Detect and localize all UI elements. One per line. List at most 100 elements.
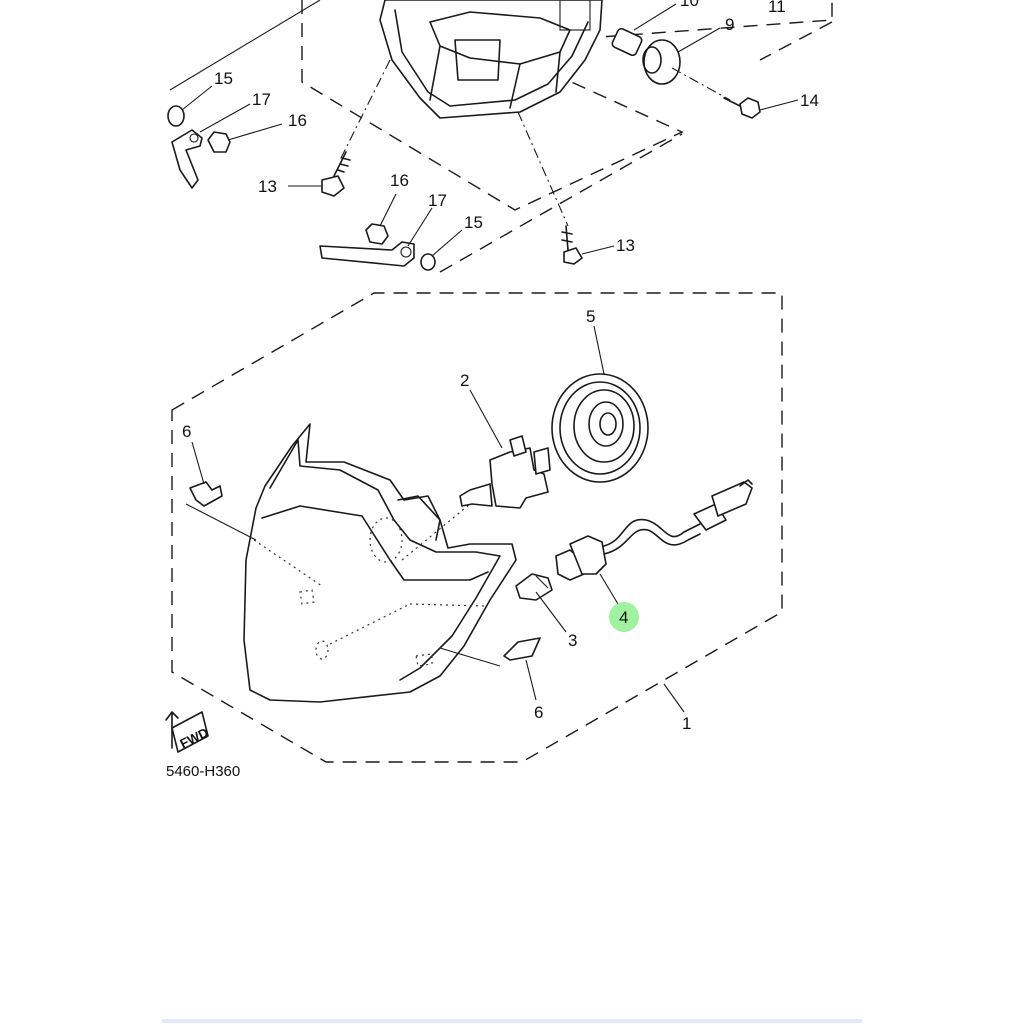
fwd-arrow-box xyxy=(171,711,209,753)
callout-16-left[interactable]: 16 xyxy=(288,111,307,130)
leader-17-left xyxy=(199,103,251,133)
clip-mount-hidden xyxy=(299,589,315,605)
callout-4[interactable]: 4 xyxy=(619,608,628,627)
bulb-2-terminal xyxy=(533,447,551,475)
leader-6-bottom xyxy=(525,659,537,701)
nut-16-right xyxy=(365,223,389,245)
part-10-collar xyxy=(611,3,677,57)
part-13-screw-right xyxy=(517,111,615,265)
bracket-rib-1 xyxy=(429,45,441,101)
cover-5-center xyxy=(588,401,624,447)
callout-15-left[interactable]: 15 xyxy=(214,69,233,88)
leader-16-left xyxy=(227,123,283,141)
clip-mount-hidden-2 xyxy=(415,653,433,667)
part-9-grommet xyxy=(642,27,721,85)
clip-6-left-shape xyxy=(189,481,223,507)
housing-lens-outline xyxy=(243,423,517,703)
part-3-bulb xyxy=(515,573,567,633)
diagram-canvas xyxy=(168,0,860,875)
callout-11[interactable]: 11 xyxy=(768,0,786,16)
part-6-clip-bottom xyxy=(503,637,541,701)
bracket-rib-2 xyxy=(509,63,521,109)
hidden-line-6-left xyxy=(253,539,323,587)
housing-trim-line xyxy=(261,505,489,581)
collar-shape xyxy=(611,27,643,57)
leader-10 xyxy=(633,3,677,31)
bracket-inner-edge xyxy=(394,9,589,107)
washer-15-right xyxy=(420,253,436,271)
centerline-9-14 xyxy=(671,67,731,101)
callout-15-right[interactable]: 15 xyxy=(464,213,483,232)
upper-dashed-bottom xyxy=(439,133,683,273)
part-4-socket-cord xyxy=(555,479,753,605)
leader-14 xyxy=(759,99,799,111)
screw-13-right-head xyxy=(563,247,583,265)
screw-13-left-thread xyxy=(333,151,351,177)
part-2-bulb xyxy=(459,389,551,509)
leader-15-left xyxy=(181,85,213,111)
headlight-dashed-outline xyxy=(171,292,783,763)
callout-5[interactable]: 5 xyxy=(586,307,595,326)
fwd-arrow-stem xyxy=(165,711,179,749)
callout-10[interactable]: 10 xyxy=(680,0,699,10)
cover-5-hole xyxy=(599,412,617,436)
bracket-boss xyxy=(454,39,501,81)
position-socket-hidden xyxy=(315,640,329,660)
leader-2 xyxy=(469,389,503,449)
leader-15-right xyxy=(431,229,463,257)
callout-1[interactable]: 1 xyxy=(682,714,691,733)
callout-2[interactable]: 2 xyxy=(460,371,469,390)
callout-17-left[interactable]: 17 xyxy=(252,90,271,109)
part-13-screw-left xyxy=(288,59,391,197)
right-stay-assembly xyxy=(319,133,683,273)
stay-17-right xyxy=(319,241,415,267)
callout-14[interactable]: 14 xyxy=(800,91,819,110)
callout-3[interactable]: 3 xyxy=(568,631,577,650)
bracket-body xyxy=(379,0,603,119)
leader-6-left xyxy=(191,441,205,485)
callout-13-left[interactable]: 13 xyxy=(258,177,277,196)
washer-15-left xyxy=(167,105,185,127)
bracket-casting xyxy=(379,0,603,119)
guide-6-left xyxy=(185,503,257,541)
bottom-scroll-bar xyxy=(162,1019,862,1023)
diagram-code: 5460-H360 xyxy=(166,763,240,780)
bolt-head xyxy=(739,97,761,119)
callout-6-bottom[interactable]: 6 xyxy=(534,703,543,722)
bulb-2-flange xyxy=(509,435,527,457)
headlight-housing xyxy=(243,423,517,703)
cover-5-ring xyxy=(573,389,635,463)
bracket-textured-pad xyxy=(559,0,591,31)
harness-4-cord-2 xyxy=(603,528,701,555)
harness-4-coupler xyxy=(711,481,753,517)
leader-5 xyxy=(593,325,605,375)
grommet-outer xyxy=(643,39,681,85)
fwd-indicator: FWD xyxy=(165,711,211,753)
upper-bracket-group: 10 11 9 14 15 17 16 13 16 17 15 13 xyxy=(167,0,833,273)
callout-16-right[interactable]: 16 xyxy=(390,171,409,190)
hidden-line-3b xyxy=(409,603,485,607)
callout-9[interactable]: 9 xyxy=(725,15,734,34)
bulb-3-base-line xyxy=(535,575,549,589)
bulb-2-glass xyxy=(459,483,493,507)
upper-guide-line xyxy=(169,0,321,91)
hidden-line-2 xyxy=(401,503,471,561)
leader-17-right xyxy=(407,207,433,247)
reflector-rim xyxy=(397,495,441,541)
leader-9 xyxy=(677,27,721,53)
stay-17-left-hole xyxy=(189,133,199,143)
callout-17-right[interactable]: 17 xyxy=(428,191,447,210)
callout-4-highlight xyxy=(609,602,639,632)
part-6-clip-left xyxy=(189,441,223,507)
nut-16-left xyxy=(207,131,231,153)
callout-13-right[interactable]: 13 xyxy=(616,236,635,255)
callout-6-left[interactable]: 6 xyxy=(182,422,191,441)
harness-4-cord xyxy=(603,518,701,547)
grommet-inner xyxy=(642,46,662,74)
headlight-assembly: 5 2 6 3 6 1 4 xyxy=(171,292,783,763)
screw-13-right-thread xyxy=(561,225,573,251)
cover-5-lip xyxy=(559,381,641,475)
bracket-rib-3 xyxy=(555,51,561,93)
left-stay-assembly xyxy=(167,85,283,189)
